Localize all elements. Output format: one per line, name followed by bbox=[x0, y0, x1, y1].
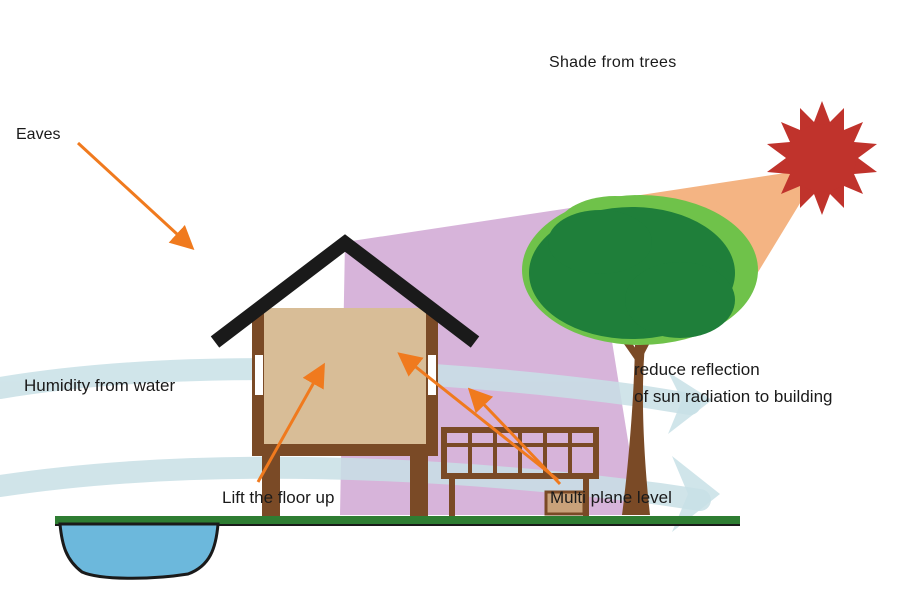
lift-floor-arrow-1 bbox=[256, 362, 325, 483]
reduce-reflection-label: reduce reflection of sun radiation to bu… bbox=[634, 356, 832, 410]
eaves-arrow bbox=[76, 141, 195, 251]
eaves-label: Eaves bbox=[16, 126, 61, 143]
shade-from-trees-label: Shade from trees bbox=[549, 54, 677, 71]
lift-floor-label: Lift the floor up bbox=[222, 488, 335, 507]
flow-arrowhead-upper bbox=[668, 372, 712, 434]
flow-arrowhead-lower bbox=[672, 456, 720, 532]
lift-floor-arrow-2 bbox=[397, 352, 559, 482]
bench-icon bbox=[441, 427, 599, 516]
reduce-reflection-line1: reduce reflection bbox=[634, 360, 760, 379]
reduce-reflection-line2: of sun radiation to building bbox=[634, 387, 833, 406]
sun-icon bbox=[767, 101, 877, 215]
multi-plane-label: Multi plane level bbox=[550, 488, 672, 507]
humidity-label: Humidity from water bbox=[24, 376, 176, 395]
annotation-arrows bbox=[76, 141, 562, 486]
pond-icon bbox=[58, 522, 220, 580]
multi-plane-arrow bbox=[467, 387, 562, 486]
house-icon bbox=[210, 234, 480, 516]
tree-icon bbox=[522, 195, 758, 515]
